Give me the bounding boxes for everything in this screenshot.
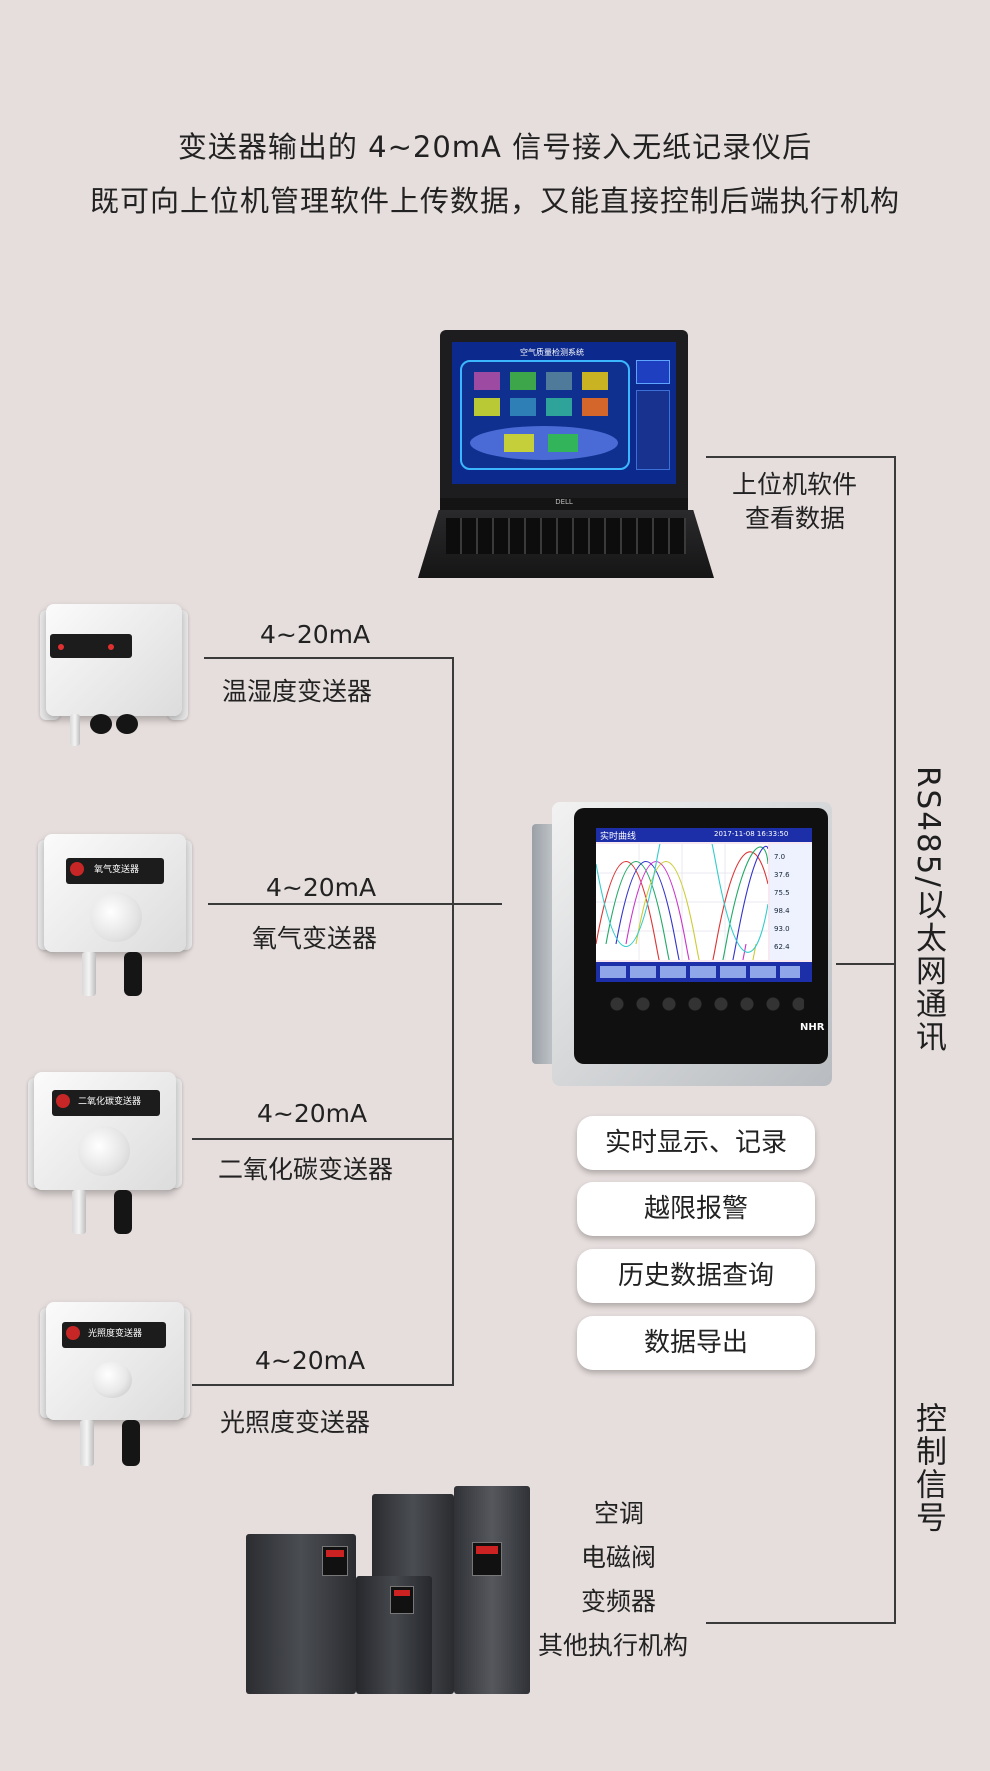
reading-4: 98.4: [774, 907, 790, 915]
reading-3: 75.5: [774, 889, 790, 897]
sensor-bus-vertical: [452, 657, 454, 1386]
actuator-solenoid-valve: 电磁阀: [581, 1543, 657, 1572]
headline-line-2: 既可向上位机管理软件上传数据，又能直接控制后端执行机构: [89, 184, 900, 218]
feature-overlimit-alarm: 越限报警: [577, 1182, 815, 1236]
co2-transmitter-image: 二氧化碳变送器: [28, 1068, 182, 1238]
sensor-1-line: [204, 657, 454, 659]
recorder-brand: NHR: [800, 1022, 825, 1033]
sensor-name-3: 二氧化碳变送器: [218, 1155, 394, 1184]
feature-history-query: 历史数据查询: [577, 1249, 815, 1303]
laptop-caption-line-2: 查看数据: [745, 504, 846, 533]
laptop-image: 空气质量检测系统 DELL: [412, 330, 714, 580]
brand-logo-icon: [56, 1094, 70, 1108]
laptop-screen-title: 空气质量检测系统: [520, 348, 584, 357]
headline-line-1: 变送器输出的 4~20mA 信号接入无纸记录仪后: [177, 130, 813, 164]
recorder-timestamp: 2017-11-08 16:33:50: [714, 830, 789, 838]
reading-6: 62.4: [774, 943, 790, 951]
actuator-frequency-converter: 变频器: [581, 1587, 657, 1616]
temperature-humidity-transmitter-image: [40, 600, 190, 750]
light-plate-text: 光照度变送器: [88, 1329, 143, 1339]
reading-2: 37.6: [774, 871, 790, 879]
light-intensity-transmitter-image: 光照度变送器: [40, 1298, 190, 1470]
co2-plate-text: 二氧化碳变送器: [78, 1097, 142, 1107]
paperless-recorder-image: 实时曲线 2017-11-08 16:33:50 7.0 37.6 75.5 9…: [532, 800, 832, 1090]
laptop-screen: 空气质量检测系统: [452, 342, 676, 484]
recorder-line: [836, 963, 896, 965]
feature-data-export: 数据导出: [577, 1316, 815, 1370]
sensor-3-line: [192, 1138, 454, 1140]
actuator-other: 其他执行机构: [538, 1631, 689, 1660]
laptop-caption-line-1: 上位机软件: [732, 470, 858, 499]
signal-label-1: 4~20mA: [260, 620, 371, 649]
reading-1: 7.0: [774, 853, 786, 861]
sensor-2-line: [208, 903, 502, 905]
rs485-ethernet-label: RS485/以太网通讯: [910, 766, 946, 1054]
laptop-brand: DELL: [555, 498, 573, 506]
signal-label-2: 4~20mA: [266, 873, 377, 902]
recorder-curves: [596, 844, 768, 960]
recorder-screen: 实时曲线 2017-11-08 16:33:50 7.0 37.6 75.5 9…: [596, 828, 812, 982]
signal-label-4: 4~20mA: [255, 1346, 366, 1375]
frequency-inverters-image: [246, 1486, 530, 1696]
feature-realtime-display: 实时显示、记录: [577, 1116, 815, 1170]
brand-logo-icon: [70, 862, 84, 876]
comm-bus-vertical: [894, 456, 896, 1624]
recorder-screen-title: 实时曲线: [600, 832, 637, 842]
control-signal-label: 控制信号: [910, 1402, 946, 1534]
brand-logo-icon: [66, 1326, 80, 1340]
reading-5: 93.0: [774, 925, 790, 933]
actuator-line: [706, 1622, 896, 1624]
oxygen-plate-text: 氧气变送器: [94, 865, 140, 875]
actuator-air-conditioner: 空调: [594, 1499, 645, 1528]
sensor-name-1: 温湿度变送器: [222, 677, 373, 706]
sensor-name-4: 光照度变送器: [220, 1408, 371, 1437]
oxygen-transmitter-image: 氧气变送器: [38, 830, 192, 1000]
sensor-4-line: [192, 1384, 454, 1386]
laptop-line: [706, 456, 896, 458]
sensor-name-2: 氧气变送器: [252, 924, 378, 953]
signal-label-3: 4~20mA: [257, 1099, 368, 1128]
